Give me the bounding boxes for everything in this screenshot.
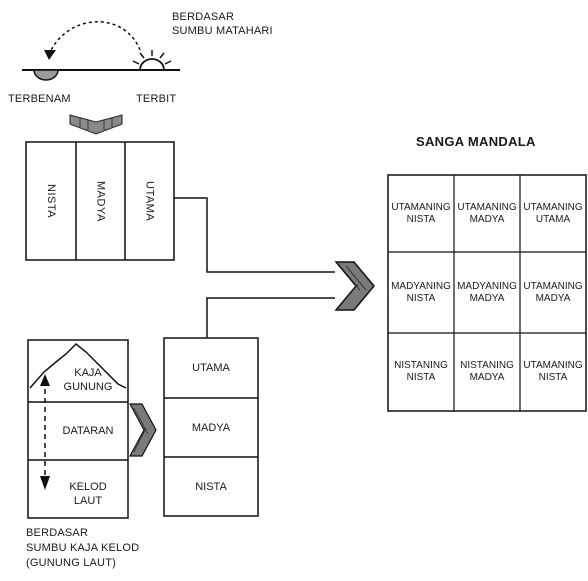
- mandala-cell-line: MADYANING: [391, 280, 451, 292]
- mandala-cell-line: NISTA: [406, 213, 436, 225]
- sunset-label: TERBENAM: [8, 93, 71, 105]
- mandala-cell-line: NISTA: [538, 372, 568, 383]
- sun-path-arrowhead: [44, 50, 56, 60]
- chevron-right-icon: [334, 261, 375, 311]
- mandala-cell-line: UTAMA: [535, 213, 571, 225]
- chevron-down-icon: [69, 114, 123, 135]
- connector-top: [174, 197, 335, 273]
- mandala-cell-line: UTAMANING: [457, 201, 517, 213]
- mountain-axis-caption: BERDASAR SUMBU KAJA KELOD (GUNUNG LAUT): [26, 527, 140, 569]
- zone-nista: NISTA: [45, 183, 57, 219]
- dataran-label: DATARAN: [62, 425, 114, 437]
- vertical-zones-box: [25, 141, 175, 261]
- mandala-cell-line: UTAMANING: [523, 280, 583, 292]
- sunrise-label: TERBIT: [136, 93, 177, 105]
- mandala-cell-line: MADYA: [469, 372, 505, 383]
- sunset-icon: [33, 69, 59, 81]
- mandala-cell-line: NISTA: [406, 292, 436, 304]
- mandala-cell-line: MADYA: [535, 292, 571, 304]
- mandala-cell-line: NISTANING: [460, 360, 514, 371]
- zone-madya: MADYA: [94, 180, 107, 222]
- mandala-cell-line: NISTA: [406, 372, 436, 383]
- arrow-up-icon: [40, 374, 50, 386]
- horizontal-zones-box: [163, 337, 259, 517]
- mandala-cell-line: UTAMANING: [391, 201, 451, 213]
- mandala-cell-line: NISTANING: [394, 360, 448, 371]
- mountain-axis-box: [27, 339, 129, 519]
- mandala-cell-line: MADYA: [469, 213, 505, 225]
- zone-nista-row: NISTA: [195, 480, 227, 493]
- sanga-mandala-title: SANGA MANDALA: [416, 134, 536, 149]
- zone-madya-row: MADYA: [191, 421, 231, 434]
- connector-bottom: [206, 297, 335, 338]
- mountain-icon: [29, 342, 127, 389]
- sanga-mandala-grid: [387, 174, 587, 412]
- sunrise-icon: [132, 50, 172, 71]
- zone-utama-row: UTAMA: [192, 362, 230, 374]
- sun-path-arc: [49, 21, 141, 53]
- mandala-cell-line: UTAMANING: [523, 360, 583, 371]
- mandala-cell-line: MADYA: [469, 292, 505, 304]
- zone-utama: UTAMA: [143, 180, 156, 222]
- mandala-cell-line: UTAMANING: [523, 201, 583, 213]
- mandala-cell-line: MADYANING: [457, 280, 517, 292]
- sun-axis-title: BERDASAR SUMBU MATAHARI: [172, 11, 273, 37]
- small-chevron-right-icon: [128, 403, 157, 457]
- arrow-down-icon: [40, 476, 50, 490]
